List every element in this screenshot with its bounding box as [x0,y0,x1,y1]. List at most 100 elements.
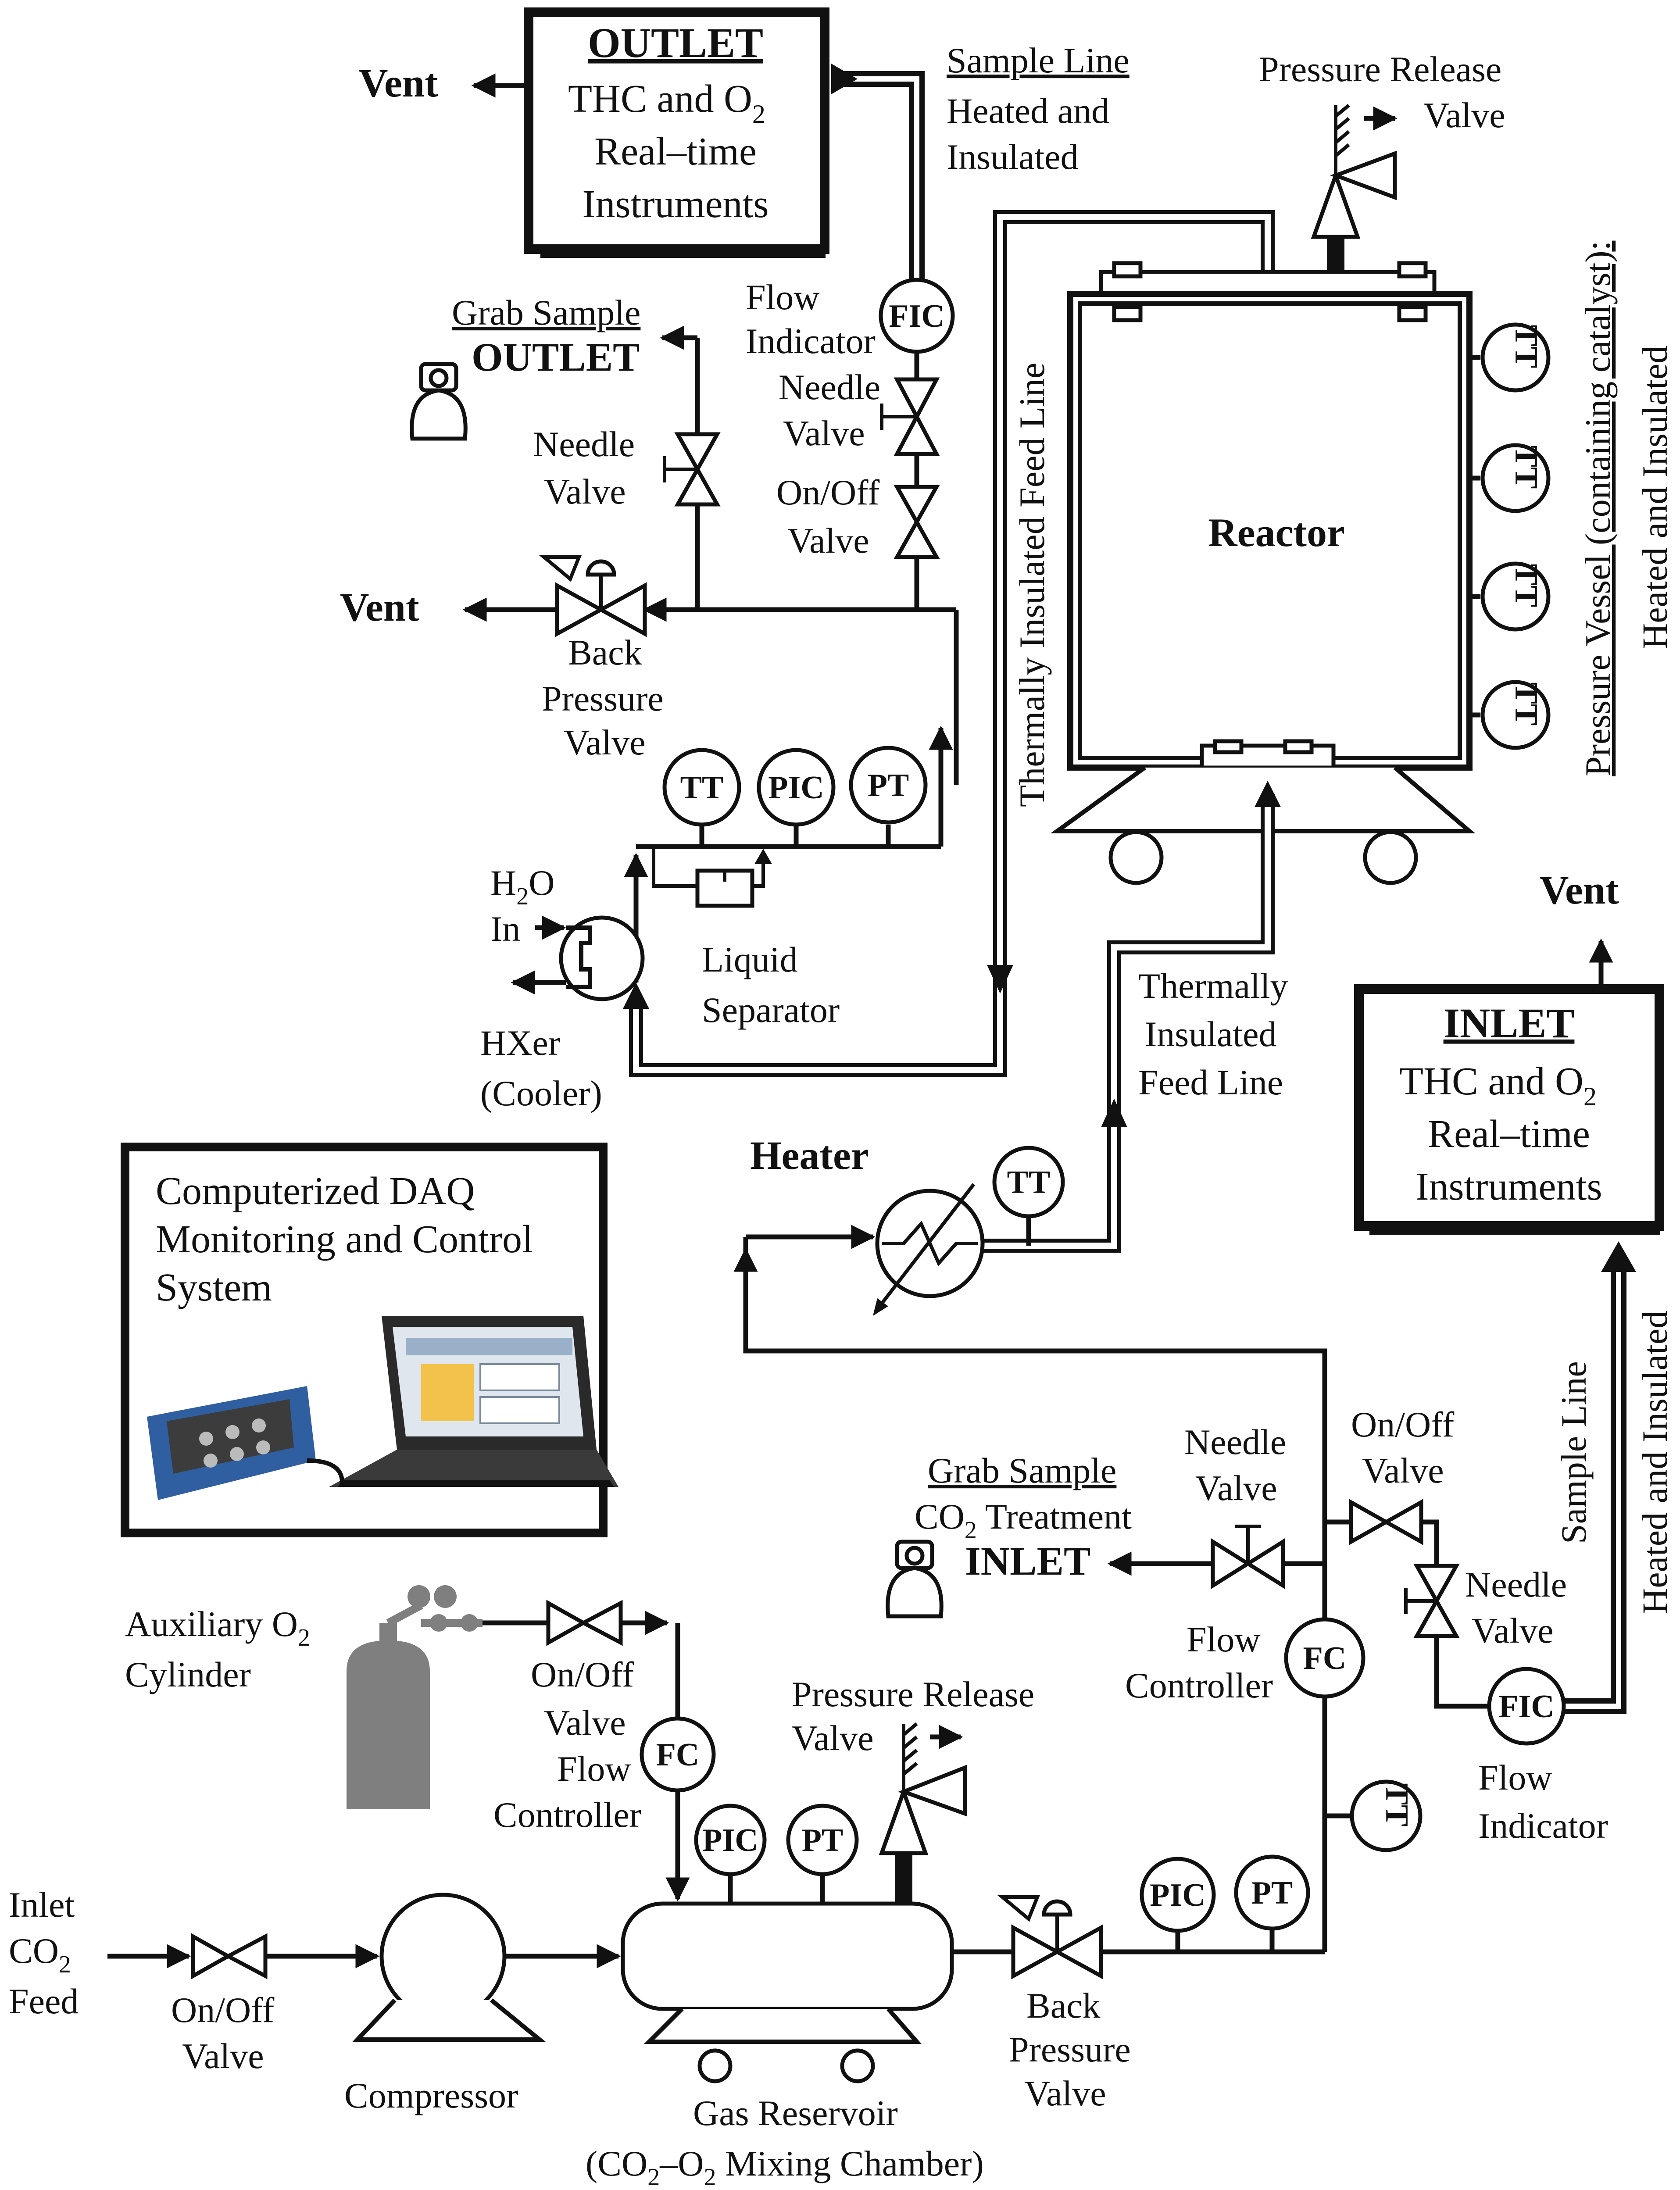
inlet-needle1-label1: Needle [1184,1422,1286,1462]
daq-label3: System [156,1266,272,1309]
inlet-grab-sample-bottle-icon [886,1540,944,1618]
top-prv-label1: Pressure Release [1259,49,1501,89]
bottom-back-pressure-valve [997,1895,1103,1979]
inlet-box-line2: Real–time [1428,1112,1590,1156]
hxer-label1: HXer [480,1023,560,1063]
reactor-to-hxer-feed-line [623,210,1275,1077]
heater-label: Heater [750,1133,869,1178]
inlet-feed-label3: Feed [9,1981,79,2021]
outlet-flow-indicator-label2: Indicator [746,321,876,361]
inlet-needle-valve-2 [1404,1564,1460,1638]
svg-text:PT: PT [802,1822,844,1858]
svg-text:TT: TT [1379,1783,1415,1827]
bottom-prv-label2: Valve [792,1718,874,1758]
reactor-tt-4: TT [1469,680,1551,750]
inlet-instruments-box [1354,984,1664,1235]
heater-icon [873,1183,985,1316]
aux-fc-label2: Controller [493,1795,641,1835]
outlet-box-line2: Real–time [594,130,757,173]
inlet-needle1-label2: Valve [1195,1468,1277,1508]
bottom-pic-instrument: PIC [1140,1857,1216,1952]
aux-onoff-valve [546,1600,623,1646]
svg-text:PIC: PIC [768,770,824,806]
hxer-label2: (Cooler) [480,1073,602,1113]
inlet-grab-title: Grab Sample [928,1450,1116,1490]
outlet-fic-instrument: FIC [879,278,955,354]
outlet-tt-instrument: TT [662,748,741,847]
hxer-cooler-icon [559,915,645,1001]
h2o-label: H2O [490,863,554,910]
svg-text:FC: FC [1303,1640,1347,1676]
svg-text:FIC: FIC [889,298,944,334]
h2o-in-label: In [490,909,520,949]
inlet-sample-line [1562,1241,1636,1714]
compressor-label: Compressor [344,2076,518,2115]
bottom-bpv-label3: Valve [1024,2073,1106,2113]
inlet-sample-line-label2: Heated and Insulated [1635,1311,1675,1614]
svg-text:PIC: PIC [702,1822,758,1858]
outlet-bpv-label2: Pressure [542,679,664,718]
liquid-separator-label1: Liquid [702,940,798,979]
outlet-instruments-box: OUTLET THC and O2 Real–time Instruments [524,7,829,258]
svg-text:TT: TT [1007,1165,1051,1200]
outlet-needle-label1: Needle [533,424,635,464]
thermal-mid-label1: Thermally [1138,966,1288,1006]
reactor-tt-1: TT [1469,322,1551,393]
outlet-flow-indicator-label: Flow [746,277,820,317]
reactor-label: Reactor [1208,510,1345,555]
liquid-separator-icon [652,847,772,908]
aux-o2-label1: Auxiliary O2 [125,1604,310,1651]
feed-onoff-label2: Valve [182,2036,264,2076]
inlet-feed-label2: CO2 [9,1931,71,1978]
outlet-box-title: OUTLET [588,19,763,66]
reservoir-pic-instrument: PIC [694,1804,767,1904]
inlet-flow-indicator-label2: Indicator [1478,1806,1608,1846]
inlet-fic-instrument: FIC [1487,1667,1566,1746]
sample-line-title: Sample Line [947,40,1130,80]
inlet-flow-indicator-label1: Flow [1478,1758,1552,1797]
inlet-needle2-label2: Valve [1472,1611,1554,1651]
outlet-grab-sample-bottle-icon [410,362,468,441]
outlet-sample-line [831,64,925,289]
aux-onoff-label2: Valve [544,1703,626,1743]
reservoir-label1: Gas Reservoir [693,2093,898,2133]
inlet-onoff-label1: On/Off [1351,1404,1455,1444]
svg-text:FIC: FIC [1498,1689,1554,1725]
sample-line-line1: Heated and [947,91,1109,131]
thermal-line-vertical-label: Thermally Insulated Feed Line [1012,363,1052,807]
inlet-tt-instrument: TT [1325,1779,1423,1852]
svg-text:TT: TT [1508,446,1544,489]
inlet-grab-label: INLET [965,1539,1090,1583]
aux-o2-label2: Cylinder [125,1654,251,1694]
thermal-mid-label3: Feed Line [1138,1062,1283,1102]
outlet-pic-instrument: PIC [757,748,836,847]
outlet-pt-instrument: PT [849,746,928,847]
svg-text:FC: FC [656,1737,700,1773]
inlet-branch-top [1322,1519,1351,1564]
outlet-bpv-label1: Back [568,632,642,672]
reactor-tt-3: TT [1469,561,1551,632]
outlet-onoff-label2: Valve [787,521,869,561]
auxiliary-o2-cylinder-icon [347,1585,483,1809]
bottom-pt-instrument: PT [1234,1854,1310,1952]
outlet-onoff-label1: On/Off [776,472,880,512]
outlet-onoff-valve [894,485,940,559]
thermal-mid-label2: Insulated [1145,1014,1277,1054]
outlet-box-line3: Instruments [583,182,769,226]
top-prv-label2: Valve [1423,95,1505,135]
reactor-vessel [1050,261,1476,885]
inlet-needle2-label1: Needle [1465,1565,1567,1604]
compressor-icon [352,1893,546,2042]
inlet-box-title: INLET [1444,1000,1575,1047]
heater-feed-return-line [743,1237,1327,1421]
heater-tt-instrument: TT [992,1146,1065,1246]
inlet-sample-line-label: Sample Line [1554,1361,1594,1544]
outlet-needle2-label2: Valve [783,413,865,453]
bottom-bpv-label2: Pressure [1009,2029,1131,2069]
feed-onoff-label1: On/Off [171,1990,275,2030]
inlet-box-line1: THC and O2 [1399,1060,1597,1111]
inlet-onoff-valve [1349,1499,1423,1545]
aux-fc-label1: Flow [557,1749,631,1789]
pressure-vessel-label1: Pressure Vessel (containing catalyst): [1578,241,1618,776]
laptop-daq-image [147,1316,618,1500]
